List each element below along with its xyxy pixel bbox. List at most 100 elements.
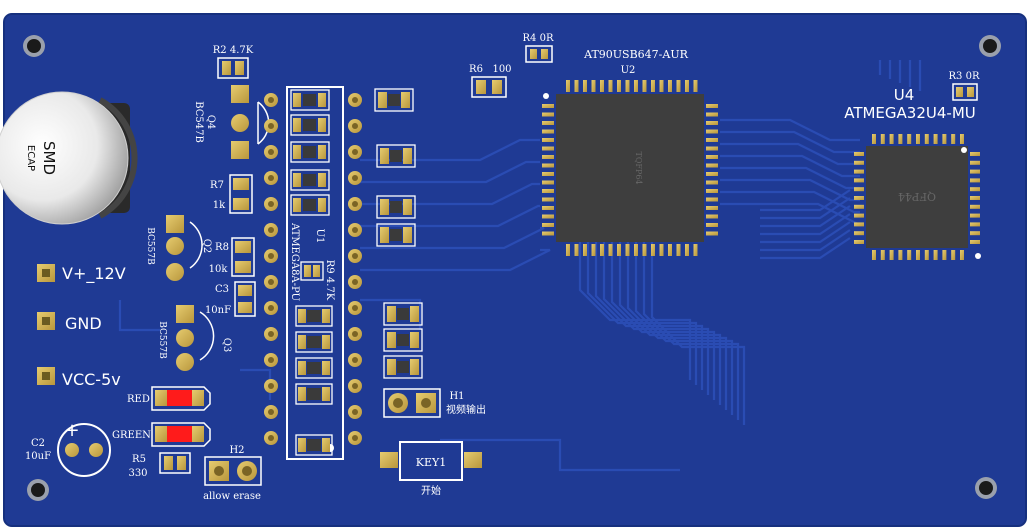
trace bbox=[760, 213, 851, 236]
u2-pin bbox=[608, 80, 613, 92]
u2-pin bbox=[706, 197, 718, 202]
trace bbox=[650, 240, 746, 425]
u2-pin bbox=[583, 244, 587, 256]
smd-pad bbox=[298, 361, 306, 375]
mounting-hole-bore bbox=[983, 39, 997, 53]
u2-pin bbox=[706, 104, 718, 108]
key1-button: KEY1 开始 bbox=[380, 441, 482, 497]
c2-capacitor: + C2 10uF bbox=[25, 420, 111, 477]
q3-part: BC557B bbox=[157, 321, 167, 359]
r2-label: R2 4.7K bbox=[213, 45, 254, 56]
vcc-label: VCC-5v bbox=[62, 370, 121, 389]
h2-desc: allow erase bbox=[203, 491, 261, 502]
u4-pin bbox=[933, 250, 938, 260]
u2-pin bbox=[693, 80, 698, 92]
u4-pin bbox=[970, 187, 980, 192]
smd-pad bbox=[313, 265, 320, 277]
led-red: RED bbox=[127, 386, 211, 411]
smd-body bbox=[307, 310, 321, 322]
u1-pin-hole bbox=[268, 227, 274, 233]
smd-pad bbox=[318, 145, 326, 159]
trace bbox=[720, 130, 860, 154]
u4-pin bbox=[880, 250, 885, 260]
u2-pin bbox=[591, 244, 596, 256]
u4-orientation-dot bbox=[975, 253, 981, 259]
key1-label: KEY1 bbox=[416, 456, 447, 469]
c3-label: C3 bbox=[215, 284, 229, 295]
trace bbox=[760, 221, 851, 244]
u4-qfp44: U4 ATMEGA32U4-MU QFP44 bbox=[844, 86, 981, 260]
smd-pad bbox=[318, 118, 326, 132]
smd-pad bbox=[293, 145, 301, 159]
h1-header: H1 视频输出 bbox=[383, 388, 486, 418]
smd-pad bbox=[318, 198, 326, 212]
u2-pin bbox=[625, 80, 630, 92]
trace bbox=[360, 138, 540, 162]
trace bbox=[360, 182, 540, 206]
u2-pin bbox=[634, 80, 638, 92]
u4-pin bbox=[970, 160, 980, 165]
resistor-outline bbox=[383, 328, 423, 352]
trace bbox=[602, 240, 710, 395]
r2-resistor: R2 4.7K bbox=[213, 45, 254, 79]
u4-pin bbox=[872, 250, 876, 260]
u1-smd-outline bbox=[290, 89, 330, 111]
u2-pin bbox=[542, 104, 554, 108]
trace bbox=[720, 154, 860, 178]
c3-capacitor: C3 10nF bbox=[205, 281, 256, 317]
h1-label: H1 bbox=[449, 391, 464, 402]
u4-pin bbox=[854, 152, 864, 156]
smd-body bbox=[390, 201, 402, 213]
u2-pin bbox=[693, 244, 698, 256]
u2-pin bbox=[542, 206, 554, 210]
r7-label: R7 bbox=[210, 180, 224, 191]
smd-pad bbox=[298, 309, 306, 323]
u1-pin-hole bbox=[352, 201, 358, 207]
smd-pad bbox=[401, 92, 410, 108]
u2-label: U2 bbox=[621, 65, 636, 76]
u4-pin bbox=[854, 213, 864, 218]
q4-transistor: Q4 BC547B bbox=[193, 85, 270, 159]
u4-pin bbox=[872, 134, 876, 144]
smd-pad bbox=[322, 309, 330, 323]
u2-pin bbox=[685, 80, 689, 92]
trace bbox=[760, 229, 851, 252]
trace bbox=[760, 197, 851, 220]
power-pads: V+_12V GND VCC-5v bbox=[37, 264, 126, 389]
u1-pin-hole bbox=[268, 97, 274, 103]
u4-pin bbox=[854, 240, 864, 244]
smd-ecap: SMD ECAP bbox=[0, 91, 138, 225]
smd-body bbox=[303, 94, 316, 106]
u2-pin bbox=[706, 112, 718, 117]
u2-pin bbox=[706, 129, 718, 134]
smd-pad bbox=[322, 361, 330, 375]
u1-pin-hole bbox=[268, 357, 274, 363]
u4-pin bbox=[970, 196, 980, 200]
smd-pad bbox=[387, 306, 396, 322]
u2-pin bbox=[591, 80, 596, 92]
u2-pin bbox=[542, 223, 554, 227]
trace bbox=[720, 190, 860, 214]
u1-pin-hole bbox=[268, 331, 274, 337]
smd-pad bbox=[304, 265, 311, 277]
trace bbox=[634, 240, 734, 415]
u2-pin bbox=[706, 138, 718, 142]
u1-pin-hole bbox=[352, 279, 358, 285]
h2-header: H2 allow erase bbox=[203, 445, 262, 502]
q3-label: Q3 bbox=[221, 338, 232, 353]
smd-pad bbox=[378, 92, 387, 108]
r5-label: R5 bbox=[132, 454, 146, 465]
u2-pin bbox=[706, 155, 718, 159]
c2-value: 10uF bbox=[25, 451, 51, 462]
led-red-label: RED bbox=[127, 394, 150, 405]
u1-pin-hole bbox=[268, 305, 274, 311]
u2-pin bbox=[617, 80, 621, 92]
smd-pad bbox=[293, 118, 301, 132]
trace bbox=[760, 205, 851, 228]
trace bbox=[760, 237, 851, 260]
u2-package-text: TQFP64 bbox=[634, 151, 643, 184]
u1-smd-outline bbox=[295, 434, 333, 456]
smd-body bbox=[390, 229, 402, 241]
u2-pin bbox=[706, 146, 718, 151]
u4-pin bbox=[924, 250, 929, 260]
